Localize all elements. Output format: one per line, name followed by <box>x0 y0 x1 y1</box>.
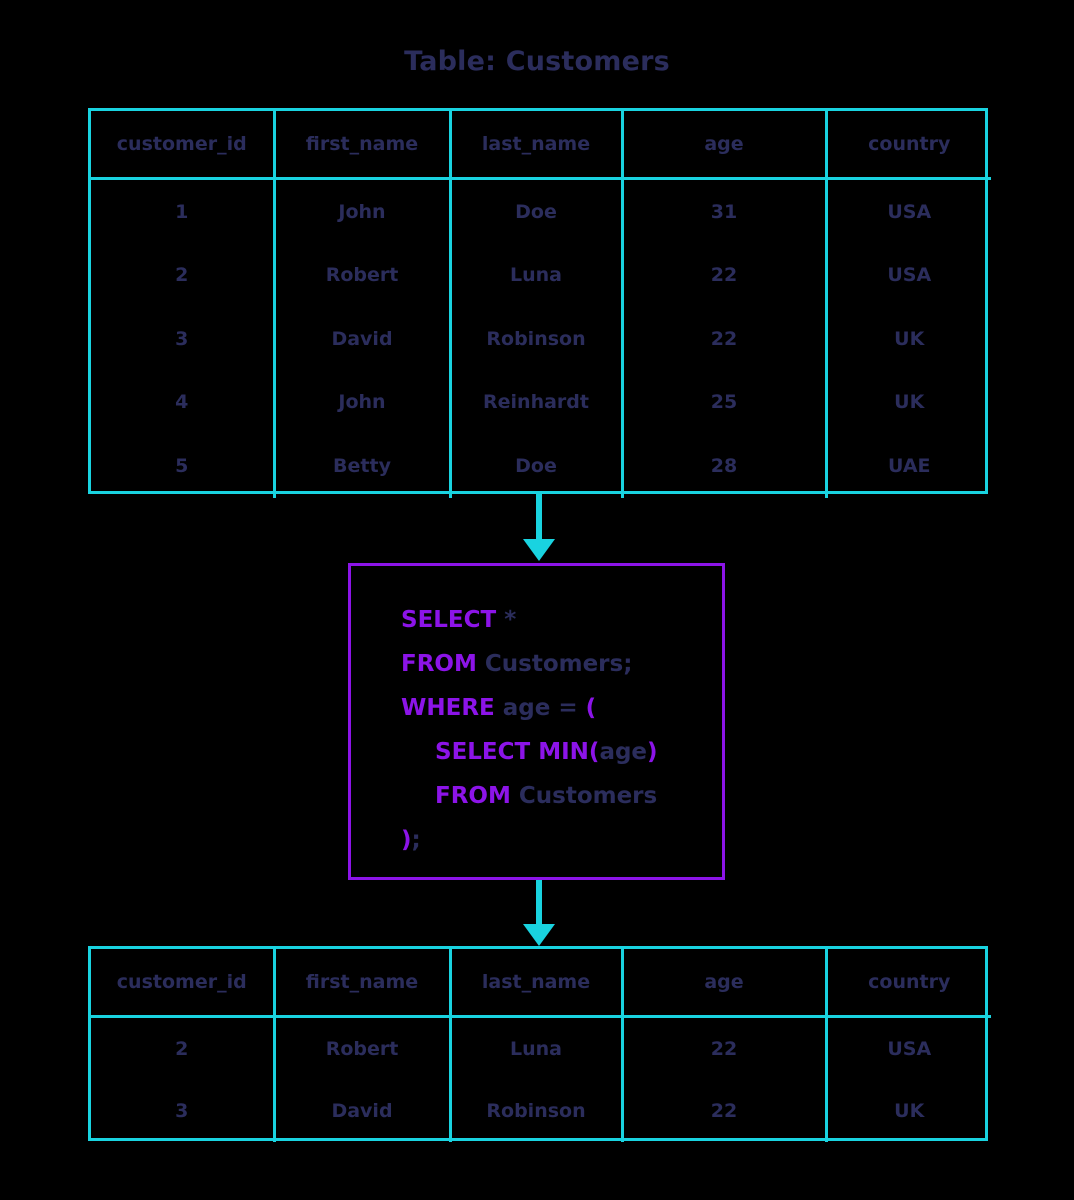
table-row: 2 Robert Luna 22 USA <box>91 1016 991 1080</box>
cell-age: 22 <box>620 243 828 307</box>
column-header-last-name: last_name <box>448 111 624 180</box>
table-row: 5 Betty Doe 28 UAE <box>91 434 991 498</box>
sql-query-box: SELECT *FROM Customers;WHERE age = (SELE… <box>348 563 725 880</box>
result-table-body: 2 Robert Luna 22 USA 3 David Robinson 22… <box>91 1016 991 1142</box>
cell-country: USA <box>824 1016 991 1080</box>
sql-line-3: SELECT MIN(age) <box>401 730 658 774</box>
cell-country: UK <box>824 1080 991 1142</box>
cell-customer-id: 2 <box>91 1016 276 1080</box>
cell-age: 31 <box>620 178 828 244</box>
column-header-first-name: first_name <box>272 111 452 180</box>
arrow-down-icon-table-to-query <box>519 493 559 563</box>
arrow-shaft <box>536 880 542 926</box>
cell-age: 28 <box>620 434 828 498</box>
cell-first-name: David <box>272 307 452 371</box>
customers-table-grid: customer_id first_name last_name age cou… <box>91 111 991 498</box>
column-header-country: country <box>824 949 991 1018</box>
sql-keyword-0-0: SELECT <box>401 607 497 633</box>
cell-first-name: John <box>272 370 452 434</box>
cell-last-name: Luna <box>448 1016 624 1080</box>
result-table-head: customer_id first_name last_name age cou… <box>91 949 991 1018</box>
sql-line-0: SELECT * <box>401 598 658 642</box>
arrow-head <box>523 924 555 946</box>
column-header-last-name: last_name <box>448 949 624 1018</box>
sql-keyword-3-3: ) <box>647 739 658 765</box>
sql-keyword-5-0: ) <box>401 827 412 853</box>
cell-last-name: Doe <box>448 178 624 244</box>
customers-table: customer_id first_name last_name age cou… <box>88 108 991 498</box>
cell-last-name: Reinhardt <box>448 370 624 434</box>
cell-customer-id: 3 <box>91 1080 276 1142</box>
sql-keyword-3-0: SELECT MIN <box>435 739 589 765</box>
column-header-country: country <box>824 111 991 180</box>
sql-identifier-2-1: age = <box>494 695 586 721</box>
table-row: 4 John Reinhardt 25 UK <box>91 370 991 434</box>
result-table-grid: customer_id first_name last_name age cou… <box>91 949 991 1142</box>
table-row: 3 David Robinson 22 UK <box>91 1080 991 1142</box>
table-row: 3 David Robinson 22 UK <box>91 307 991 371</box>
cell-age: 25 <box>620 370 828 434</box>
column-header-customer-id: customer_id <box>91 949 276 1018</box>
column-header-customer-id: customer_id <box>91 111 276 180</box>
cell-customer-id: 3 <box>91 307 276 371</box>
sql-query-code: SELECT *FROM Customers;WHERE age = (SELE… <box>401 598 658 862</box>
customers-table-head: customer_id first_name last_name age cou… <box>91 111 991 180</box>
customers-table-body: 1 John Doe 31 USA 2 Robert Luna 22 USA 3… <box>91 178 991 498</box>
sql-identifier-4-1: Customers <box>510 783 658 809</box>
cell-country: UK <box>824 370 991 434</box>
cell-age: 22 <box>620 307 828 371</box>
cell-country: USA <box>824 243 991 307</box>
sql-identifier-0-1: * <box>496 607 517 633</box>
column-header-first-name: first_name <box>272 949 452 1018</box>
cell-last-name: Robinson <box>448 307 624 371</box>
sql-identifier-5-1: ; <box>411 827 421 853</box>
arrow-head <box>523 539 555 561</box>
cell-first-name: Robert <box>272 243 452 307</box>
table-row: 1 John Doe 31 USA <box>91 178 991 244</box>
sql-keyword-2-2: ( <box>585 695 597 721</box>
result-table: customer_id first_name last_name age cou… <box>88 946 991 1142</box>
table-header-row: customer_id first_name last_name age cou… <box>91 949 991 1018</box>
column-header-age: age <box>620 949 828 1018</box>
sql-line-4: FROM Customers <box>401 774 658 818</box>
sql-keyword-4-0: FROM <box>435 783 511 809</box>
table-row: 2 Robert Luna 22 USA <box>91 243 991 307</box>
page-title: Table: Customers <box>404 46 670 77</box>
cell-last-name: Luna <box>448 243 624 307</box>
cell-customer-id: 1 <box>91 178 276 244</box>
sql-line-5: ); <box>401 818 658 862</box>
cell-country: USA <box>824 178 991 244</box>
sql-line-2: WHERE age = ( <box>401 686 658 730</box>
cell-first-name: David <box>272 1080 452 1142</box>
cell-first-name: Robert <box>272 1016 452 1080</box>
sql-identifier-3-2: age <box>599 739 648 765</box>
arrow-down-icon-query-to-result <box>519 880 559 946</box>
sql-keyword-1-0: FROM <box>401 651 477 677</box>
cell-last-name: Robinson <box>448 1080 624 1142</box>
cell-customer-id: 5 <box>91 434 276 498</box>
cell-last-name: Doe <box>448 434 624 498</box>
table-header-row: customer_id first_name last_name age cou… <box>91 111 991 180</box>
arrow-shaft <box>536 493 542 541</box>
cell-age: 22 <box>620 1080 828 1142</box>
column-header-age: age <box>620 111 828 180</box>
cell-customer-id: 4 <box>91 370 276 434</box>
sql-identifier-1-1: Customers; <box>476 651 633 677</box>
cell-country: UAE <box>824 434 991 498</box>
cell-customer-id: 2 <box>91 243 276 307</box>
cell-country: UK <box>824 307 991 371</box>
cell-first-name: John <box>272 178 452 244</box>
sql-keyword-3-1: ( <box>588 739 600 765</box>
sql-line-1: FROM Customers; <box>401 642 658 686</box>
cell-age: 22 <box>620 1016 828 1080</box>
sql-keyword-2-0: WHERE <box>401 695 495 721</box>
cell-first-name: Betty <box>272 434 452 498</box>
